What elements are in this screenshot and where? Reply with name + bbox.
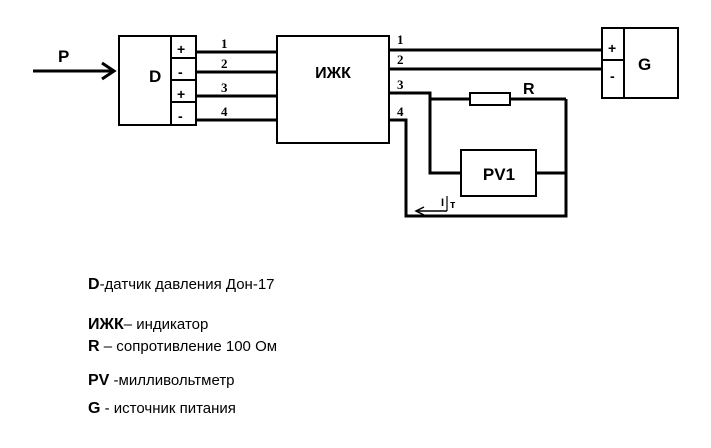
indicator-box: [276, 35, 390, 144]
sensor-label: D: [149, 67, 161, 86]
current-subscript: т: [450, 199, 456, 211]
sensor-terminal-4: -: [178, 108, 183, 124]
legend-item-power-source: G - источник питания: [88, 400, 236, 418]
right-wire-label-2: 2: [397, 52, 404, 67]
sensor-terminal-3: +: [177, 86, 185, 102]
current-label: I: [441, 197, 444, 209]
right-wire-label-4: 4: [397, 104, 404, 119]
legend-description: – сопротивление 100 Ом: [99, 338, 278, 355]
resistor-label: R: [523, 81, 535, 98]
legend-item-resistor: R – сопротивление 100 Ом: [88, 338, 277, 356]
legend-item-millivoltmeter: PV -милливольтметр: [88, 372, 235, 390]
legend-item-indicator: ИЖК– индикатор: [88, 316, 208, 334]
legend-symbol: D: [88, 276, 100, 293]
legend-symbol: R: [88, 338, 100, 355]
legend-symbol: PV: [88, 372, 110, 389]
power-source-box: [601, 27, 679, 99]
right-wires: [389, 48, 602, 218]
pressure-input-arrow: [33, 61, 117, 81]
left-wire-label-4: 4: [221, 104, 228, 119]
right-wire-label-3: 3: [397, 77, 404, 92]
pressure-label: P: [58, 47, 69, 66]
legend-description: -милливольтметр: [109, 372, 235, 389]
left-wire-label-3: 3: [221, 80, 228, 95]
left-wire-label-2: 2: [221, 56, 228, 71]
legend-description: - источник питания: [100, 400, 236, 417]
legend-description: – индикатор: [123, 316, 209, 333]
sensor-terminal-1: +: [177, 41, 185, 57]
legend-item-sensor: D-датчик давления Дон-17: [88, 276, 275, 294]
indicator-label: ИЖК: [315, 65, 351, 82]
sensor-terminal-2: -: [178, 64, 183, 80]
legend-symbol: G: [88, 400, 101, 417]
right-wire-label-1: 1: [397, 32, 404, 47]
millivoltmeter-box: [460, 149, 537, 197]
left-wires: [196, 50, 277, 122]
source-terminal-minus: -: [610, 68, 615, 84]
current-arrow: [414, 196, 448, 216]
source-terminal-plus: +: [608, 40, 616, 56]
resistor: [469, 92, 511, 106]
millivoltmeter-label: PV1: [483, 165, 515, 184]
source-label: G: [638, 55, 651, 74]
legend-symbol: ИЖК: [88, 316, 124, 333]
left-wire-label-1: 1: [221, 36, 228, 51]
legend-description: -датчик давления Дон-17: [99, 276, 275, 293]
